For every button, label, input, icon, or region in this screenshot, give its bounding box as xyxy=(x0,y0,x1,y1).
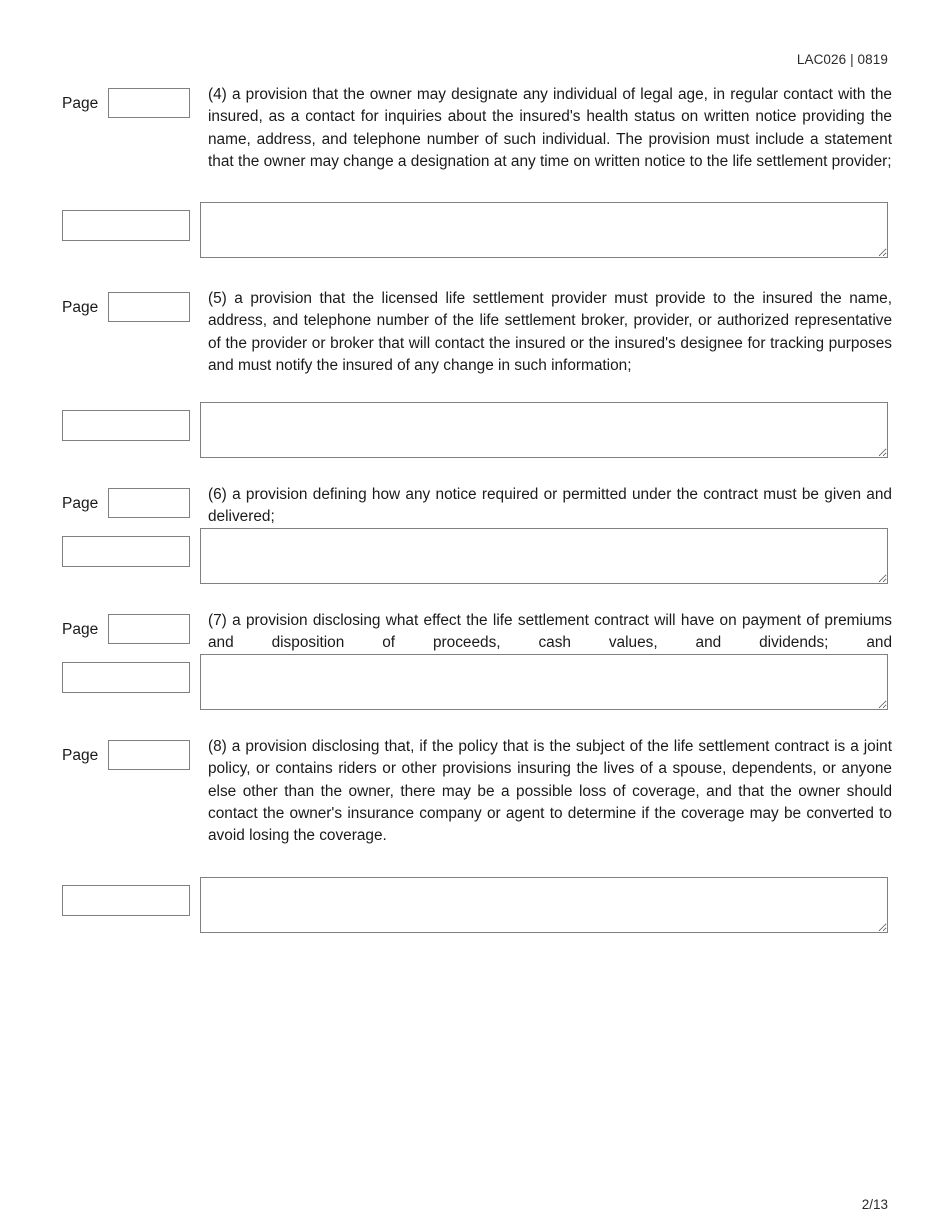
reference-input-item-5[interactable] xyxy=(62,410,190,441)
comment-textarea-item-7[interactable] xyxy=(200,654,888,710)
comment-textarea-item-4[interactable] xyxy=(200,202,888,258)
reference-input-item-8[interactable] xyxy=(62,885,190,916)
provision-text-item-4: (4) a provision that the owner may desig… xyxy=(208,86,892,170)
comment-textarea-item-5[interactable] xyxy=(200,402,888,458)
page-label: Page xyxy=(62,95,99,112)
comment-textarea-item-8[interactable] xyxy=(200,877,888,933)
page-number-footer: 2/13 xyxy=(861,1197,888,1212)
form-section-item-5: Page (5) a provision that the licensed l… xyxy=(0,282,950,478)
provision-text-item-8: (8) a provision disclosing that, if the … xyxy=(208,738,892,845)
form-section-item-6: Page (6) a provision defining how any no… xyxy=(0,478,950,604)
reference-input-item-7[interactable] xyxy=(62,662,190,693)
reference-input-item-4[interactable] xyxy=(62,210,190,241)
reference-input-item-6[interactable] xyxy=(62,536,190,567)
page-label: Page xyxy=(62,621,99,638)
comment-textarea-item-6[interactable] xyxy=(200,528,888,584)
document-header-code: LAC026 | 0819 xyxy=(796,52,888,67)
page-number-input-item-6[interactable] xyxy=(108,488,190,518)
form-section-item-8: Page (8) a provision disclosing that, if… xyxy=(0,730,950,950)
page-label: Page xyxy=(62,495,99,512)
provision-text-item-7: (7) a provision disclosing what effect t… xyxy=(208,612,892,652)
provision-text-item-6: (6) a provision defining how any notice … xyxy=(208,486,892,526)
form-sections: Page (4) a provision that the owner may … xyxy=(0,78,950,950)
page-label: Page xyxy=(62,299,99,316)
provision-text-item-5: (5) a provision that the licensed life s… xyxy=(208,290,892,374)
page-number-input-item-5[interactable] xyxy=(108,292,190,322)
form-section-item-7: Page (7) a provision disclosing what eff… xyxy=(0,604,950,730)
page-number-input-item-8[interactable] xyxy=(108,740,190,770)
form-section-item-4: Page (4) a provision that the owner may … xyxy=(0,78,950,282)
page-number-input-item-4[interactable] xyxy=(108,88,190,118)
page-label: Page xyxy=(62,747,99,764)
page-number-input-item-7[interactable] xyxy=(108,614,190,644)
